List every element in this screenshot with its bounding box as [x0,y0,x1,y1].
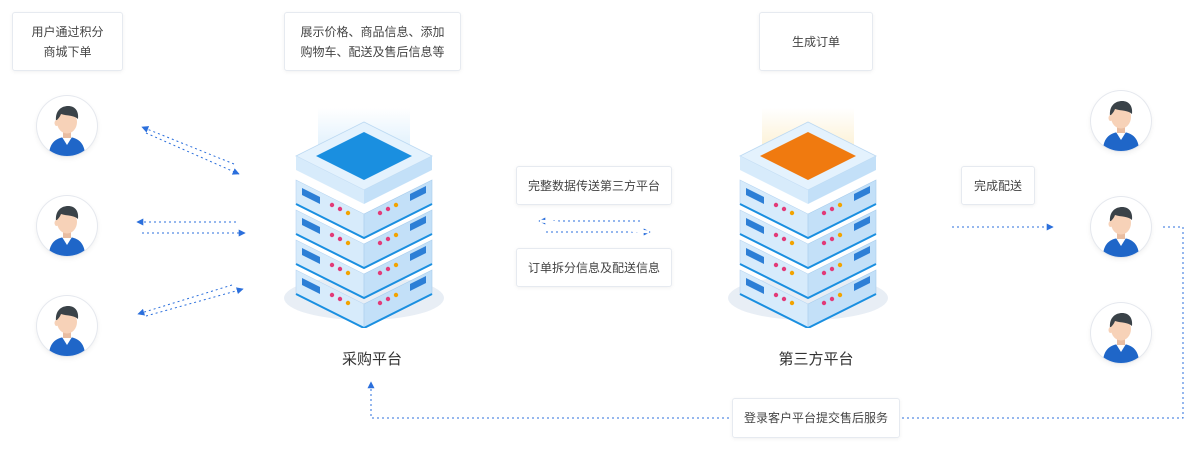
third-party-server-icon [724,108,892,332]
after-sales-text: 登录客户平台提交售后服务 [743,411,888,425]
full-data-transfer-box: 完整数据传送第三方平台 [516,166,672,205]
procurement-platform-label: 采购平台 [341,350,402,368]
generate-order-text: 生成订单 [791,34,840,49]
user-order-text: 用户通过积分商城下单 [31,24,104,59]
user-order-box: 用户通过积分商城下单 [12,12,123,71]
arrow-user1-to-platform [145,132,240,175]
full-data-transfer-text: 完整数据传送第三方平台 [527,178,660,193]
complete-delivery-box: 完成配送 [961,166,1035,205]
arrow-platform-to-user1 [141,126,235,165]
user-avatar-icon [1091,303,1151,363]
complete-delivery-text: 完成配送 [973,178,1022,193]
third-party-platform-label: 第三方平台 [778,350,854,368]
generate-order-box: 生成订单 [759,12,873,71]
user-avatar-icon [37,196,97,256]
order-split-info-box: 订单拆分信息及配送信息 [516,248,672,287]
arrow-user3-to-platform [145,287,244,317]
user-avatar-icon [37,296,97,356]
user-avatar-icon [1091,197,1151,257]
arrow-platform-link [539,220,650,233]
display-info-text: 展示价格、商品信息、添加购物车、配送及售后信息等 [300,24,445,59]
user-avatar-icon [1091,91,1151,151]
display-info-box: 展示价格、商品信息、添加购物车、配送及售后信息等 [284,12,461,71]
after-sales-box: 登录客户平台提交售后服务 [732,398,900,438]
order-split-info-text: 订单拆分信息及配送信息 [527,260,660,275]
user-avatar-icon [37,96,97,156]
procurement-server-icon [280,108,448,332]
arrow-platform-to-user3 [137,284,233,316]
